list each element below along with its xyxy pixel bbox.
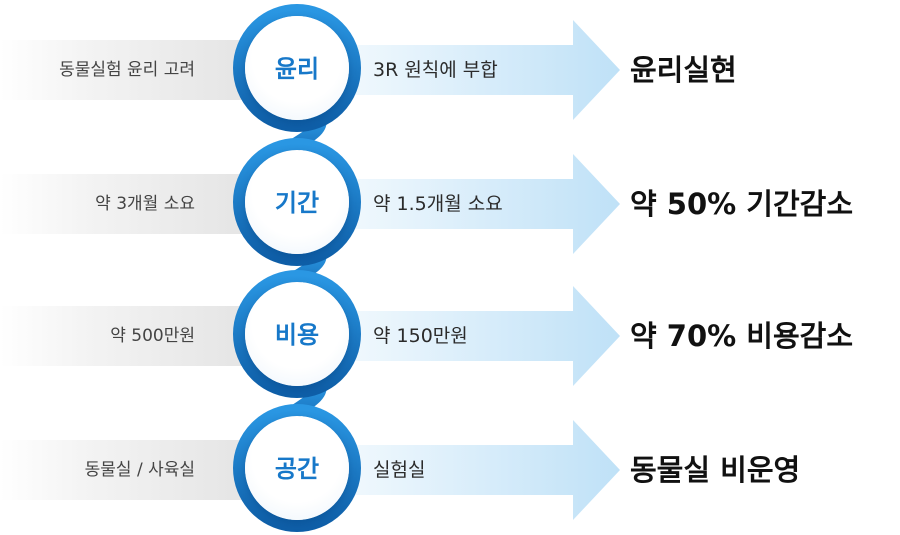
left-label-ethics: 동물실험 윤리 고려 (59, 60, 195, 80)
key-circle-period: 기간 (245, 150, 349, 254)
middle-label-cost: 약 150만원 (373, 325, 468, 347)
result-ethics: 윤리실현 (630, 53, 737, 87)
middle-label-ethics: 3R 원칙에 부합 (373, 59, 498, 81)
key-label-ethics: 윤리 (274, 55, 320, 83)
left-band-ethics (0, 40, 255, 100)
key-label-cost: 비용 (274, 321, 320, 349)
left-band-space (0, 440, 255, 500)
key-circle-space: 공간 (245, 416, 349, 520)
left-band-period (0, 174, 255, 234)
middle-label-space: 실험실 (373, 459, 426, 481)
result-cost: 약 70% 비용감소 (630, 319, 854, 353)
arrow-period (318, 154, 620, 254)
key-circle-ethics: 윤리 (245, 16, 349, 120)
left-band-cost (0, 306, 255, 366)
left-label-period: 약 3개월 소요 (95, 194, 195, 214)
left-label-cost: 약 500만원 (110, 326, 195, 346)
result-period: 약 50% 기간감소 (630, 187, 854, 221)
arrow-space (318, 420, 620, 520)
left-label-space: 동물실 / 사육실 (84, 460, 195, 480)
key-circle-cost: 비용 (245, 282, 349, 386)
key-label-space: 공간 (274, 455, 320, 483)
result-space: 동물실 비운영 (630, 453, 801, 487)
arrow-cost (318, 286, 620, 386)
middle-label-period: 약 1.5개월 소요 (373, 193, 503, 215)
arrow-ethics (318, 20, 620, 120)
key-label-period: 기간 (274, 189, 320, 217)
